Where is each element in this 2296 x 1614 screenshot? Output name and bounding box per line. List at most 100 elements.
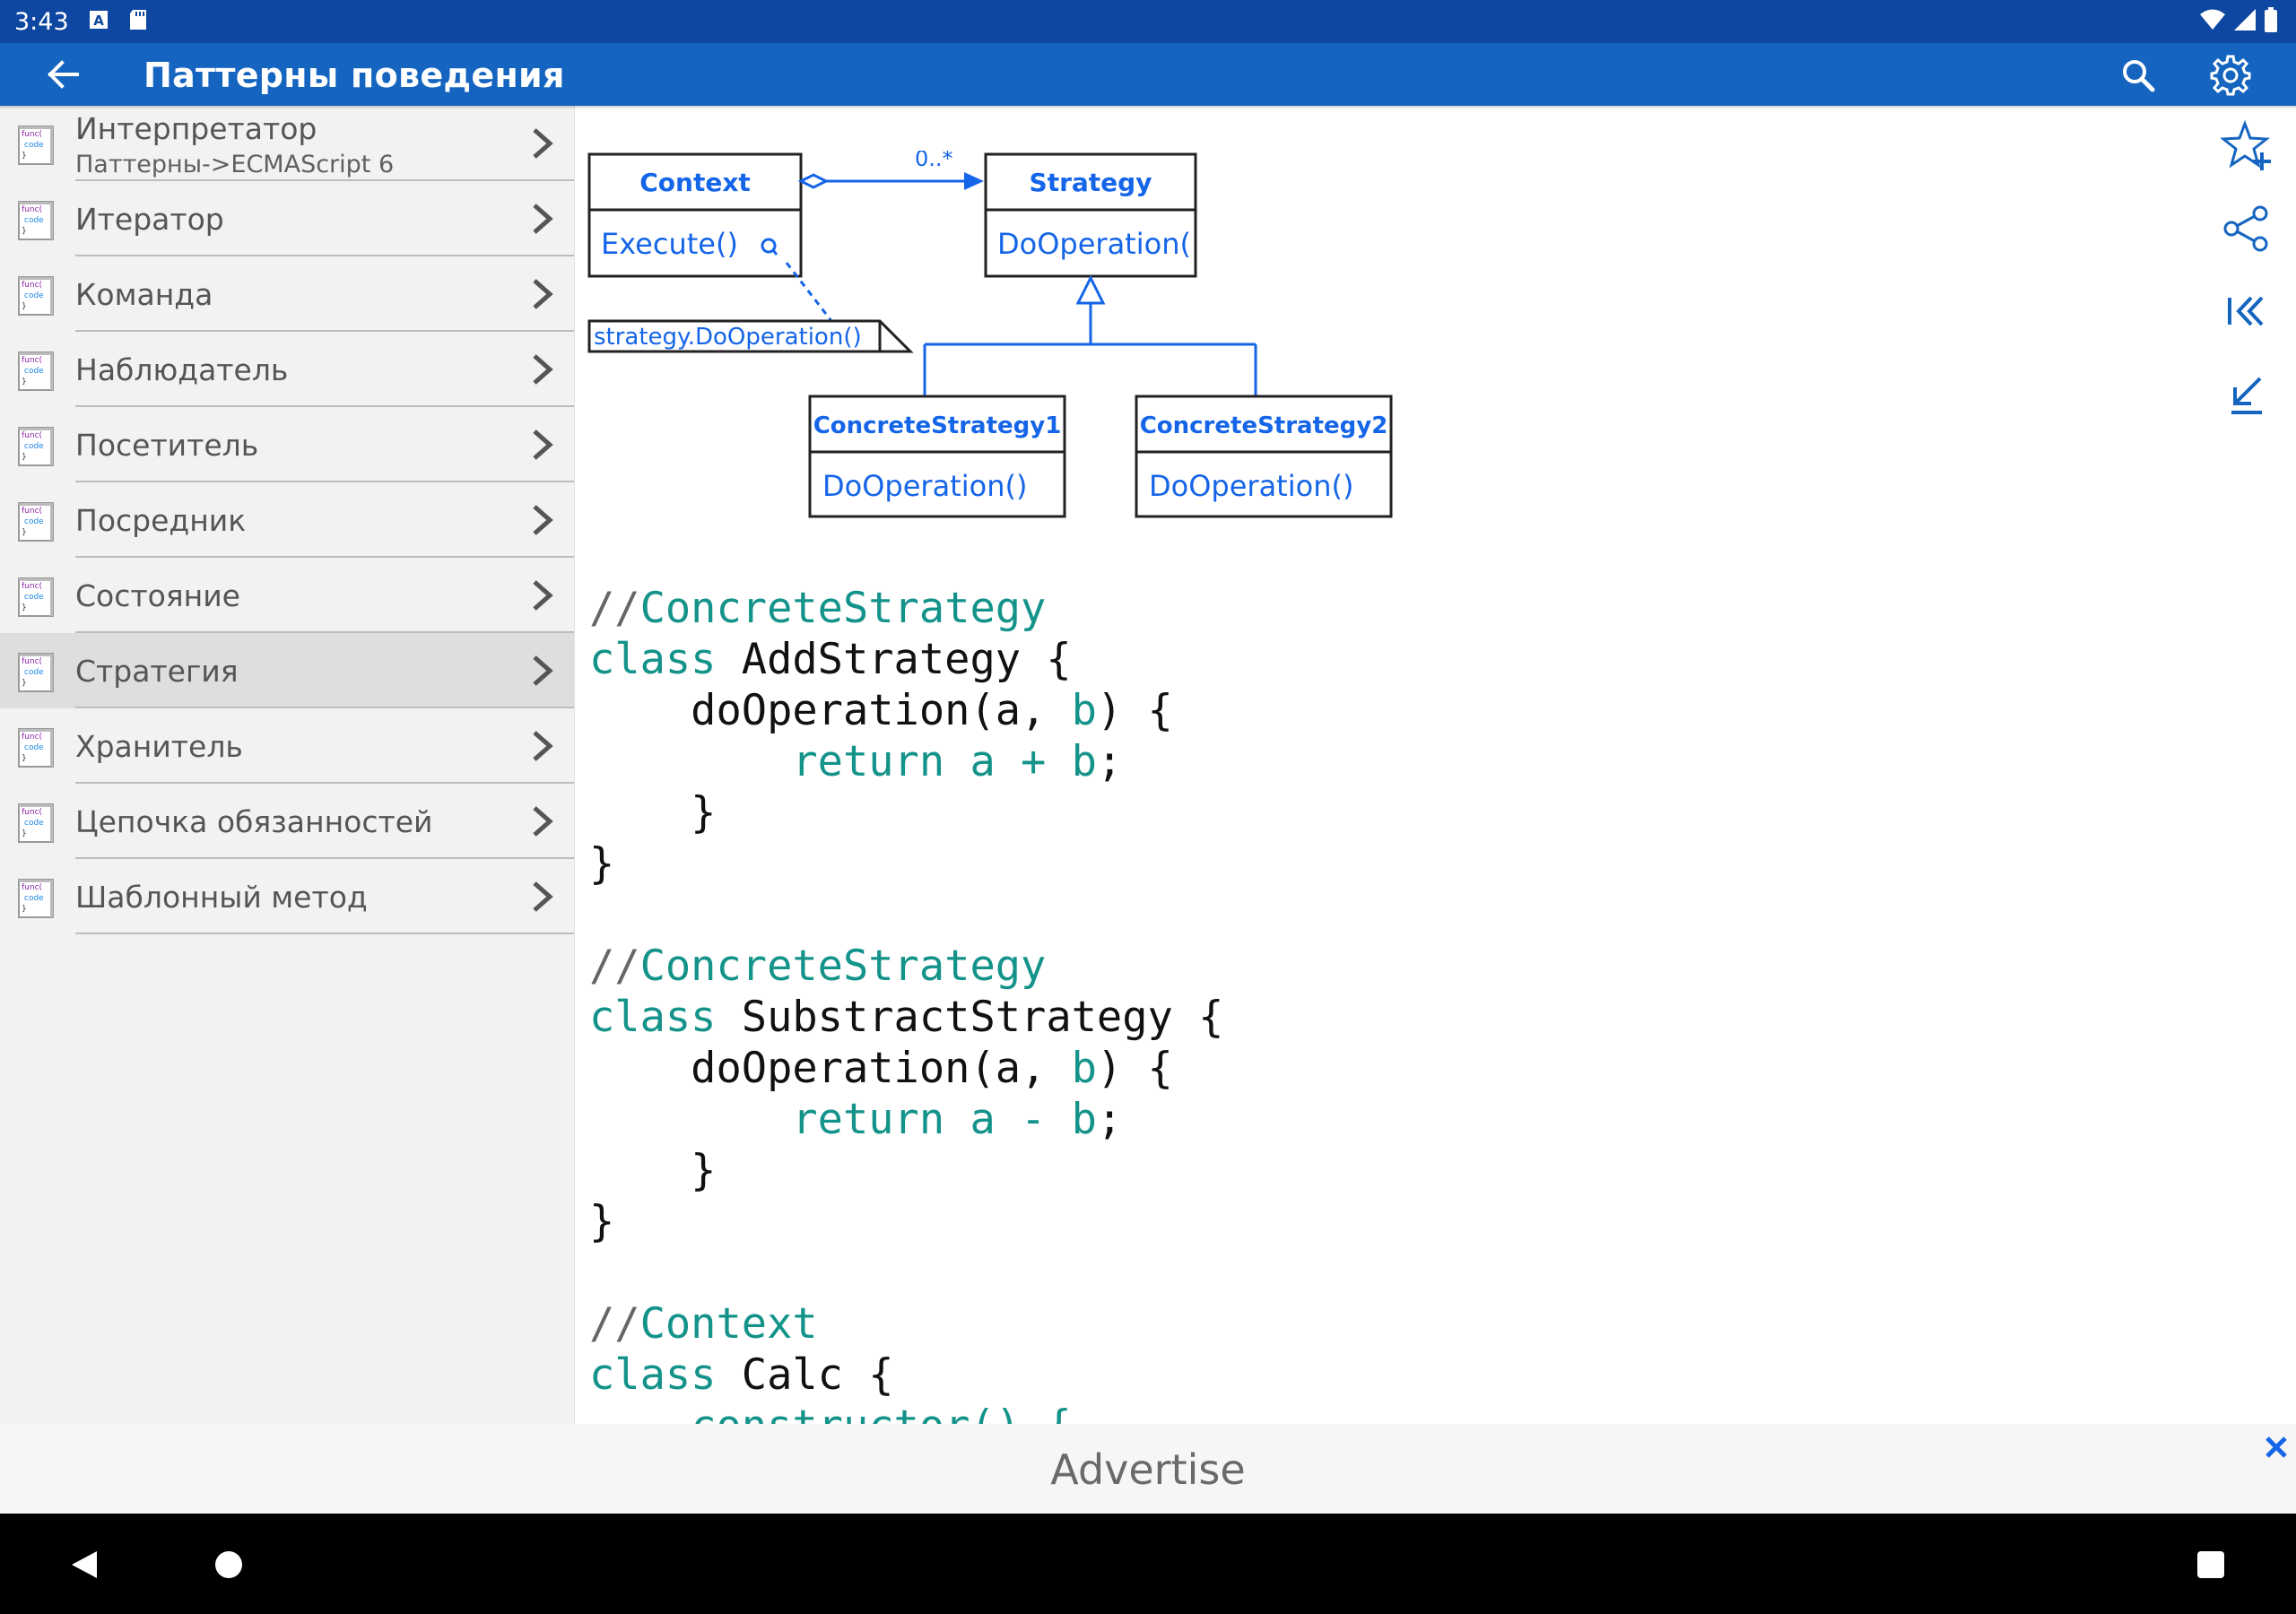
code-file-icon: func(code}: [18, 351, 54, 391]
uml-class-concrete-strategy2: ConcreteStrategy2 DoOperation(): [1135, 395, 1393, 518]
battery-icon: [2264, 7, 2278, 37]
svg-text:code: code: [24, 743, 44, 752]
divider: [75, 782, 574, 784]
code-file-icon: func(code}: [18, 653, 54, 692]
chevron-right-icon: [533, 430, 553, 460]
svg-text:func(: func(: [22, 507, 42, 516]
ad-banner[interactable]: Advertise: [0, 1424, 2296, 1514]
chevron-right-icon: [533, 505, 553, 535]
svg-text:code: code: [24, 216, 44, 225]
divider: [75, 933, 574, 934]
uml-multiplicity: 0..*: [915, 151, 953, 171]
svg-text:code: code: [24, 442, 44, 451]
list-item-template-method[interactable]: func(code} Шаблонный метод: [0, 859, 574, 934]
list-item-label: Команда: [75, 277, 213, 312]
uml-class-name: ConcreteStrategy2: [1140, 412, 1388, 439]
download-icon[interactable]: [2221, 368, 2273, 420]
chevron-right-icon: [533, 881, 553, 912]
close-icon[interactable]: [2264, 1435, 2289, 1460]
svg-text:func(: func(: [22, 582, 42, 591]
list-item-interpreter[interactable]: func(code} Интерпретатор Паттерны->ECMAS…: [0, 106, 574, 181]
app-bar: Паттерны поведения: [0, 43, 2296, 106]
svg-text:A: A: [93, 13, 104, 29]
clock: 3:43: [14, 7, 69, 36]
svg-text:}: }: [22, 679, 27, 688]
svg-text:code: code: [24, 291, 44, 300]
list-item-label: Посетитель: [75, 428, 259, 463]
list-item-iterator[interactable]: func(code} Итератор: [0, 181, 574, 256]
uml-class-strategy: Strategy DoOperation(: [984, 152, 1197, 278]
share-icon[interactable]: [2221, 203, 2273, 255]
content-area[interactable]: Context Execute() Strategy DoOperation( …: [575, 106, 2198, 1424]
svg-text:}: }: [22, 829, 27, 838]
uml-class-name: Context: [639, 168, 751, 197]
system-nav-bar: [0, 1514, 2296, 1614]
skip-start-icon[interactable]: [2221, 285, 2273, 337]
code-block: //ConcreteStrategy class AddStrategy { d…: [589, 583, 1223, 1424]
list-item-label: Итератор: [75, 202, 224, 237]
list-item-subtitle: Паттерны->ECMAScript 6: [75, 151, 395, 178]
code-line: class AddStrategy {: [589, 635, 1072, 684]
search-icon[interactable]: [2118, 56, 2158, 95]
list-item-label: Хранитель: [75, 729, 243, 764]
code-line: class Calc {: [589, 1350, 894, 1400]
uml-note: strategy.DoOperation(): [587, 319, 914, 353]
svg-text:func(: func(: [22, 883, 42, 892]
arrow-left-icon[interactable]: [43, 55, 83, 94]
wifi-icon: [2199, 8, 2226, 36]
code-line: doOperation(a, b) {: [589, 686, 1173, 735]
status-bar: 3:43 A: [0, 0, 2296, 43]
code-file-icon: func(code}: [18, 728, 54, 768]
list-item-memento[interactable]: func(code} Хранитель: [0, 708, 574, 784]
chevron-right-icon: [533, 731, 553, 761]
svg-text:}: }: [22, 754, 27, 763]
code-file-icon: func(code}: [18, 201, 54, 240]
code-line: constructor() {: [589, 1401, 1223, 1424]
divider: [75, 556, 574, 558]
chevron-right-icon: [533, 354, 553, 385]
code-line: [589, 1247, 1223, 1298]
list-item-label: Состояние: [75, 578, 240, 613]
divider: [75, 631, 574, 633]
chevron-right-icon: [533, 279, 553, 309]
page-title: Паттерны поведения: [144, 56, 565, 95]
svg-text:code: code: [24, 593, 44, 602]
svg-text:func(: func(: [22, 205, 42, 214]
list-item-label: Наблюдатель: [75, 352, 289, 387]
list-item-visitor[interactable]: func(code} Посетитель: [0, 407, 574, 482]
uml-class-concrete-strategy1: ConcreteStrategy1 DoOperation(): [808, 395, 1066, 518]
chevron-right-icon: [533, 655, 553, 686]
pattern-list: func(code} Интерпретатор Паттерны->ECMAS…: [0, 106, 575, 1424]
uml-inheritance: [923, 274, 1257, 396]
action-rail: [2199, 106, 2296, 1424]
code-line: return a - b;: [792, 1095, 1123, 1144]
nav-back-icon[interactable]: [70, 1549, 99, 1580]
app-bar-shadow: [0, 106, 2296, 109]
divider: [75, 179, 574, 181]
list-item-strategy[interactable]: func(code} Стратегия: [0, 633, 574, 708]
list-item-chain-of-responsibility[interactable]: func(code} Цепочка обязанностей: [0, 784, 574, 859]
list-item-label: Цепочка обязанностей: [75, 804, 433, 839]
code-line: //ConcreteStrategy: [589, 941, 1047, 991]
svg-text:code: code: [24, 894, 44, 903]
uml-diagram: Context Execute() Strategy DoOperation( …: [587, 151, 1393, 518]
list-item-observer[interactable]: func(code} Наблюдатель: [0, 332, 574, 407]
code-line: }: [589, 1197, 615, 1246]
list-item-mediator[interactable]: func(code} Посредник: [0, 482, 574, 558]
code-line: [589, 889, 1223, 941]
divider: [75, 481, 574, 482]
nav-home-icon[interactable]: [215, 1551, 242, 1578]
list-item-state[interactable]: func(code} Состояние: [0, 558, 574, 633]
uml-note-link: [785, 262, 833, 322]
uml-note-text: strategy.DoOperation(): [594, 324, 862, 351]
list-item-command[interactable]: func(code} Команда: [0, 256, 574, 332]
list-item-label: Шаблонный метод: [75, 880, 368, 915]
star-plus-icon[interactable]: [2219, 119, 2273, 172]
code-file-icon: func(code}: [18, 276, 54, 316]
nav-recents-icon[interactable]: [2197, 1551, 2224, 1578]
a-badge-icon: A: [89, 10, 109, 34]
list-item-label: Стратегия: [75, 654, 239, 689]
uml-method: DoOperation(): [822, 469, 1027, 503]
gear-icon[interactable]: [2208, 53, 2253, 98]
signal-icon: [2233, 8, 2257, 36]
